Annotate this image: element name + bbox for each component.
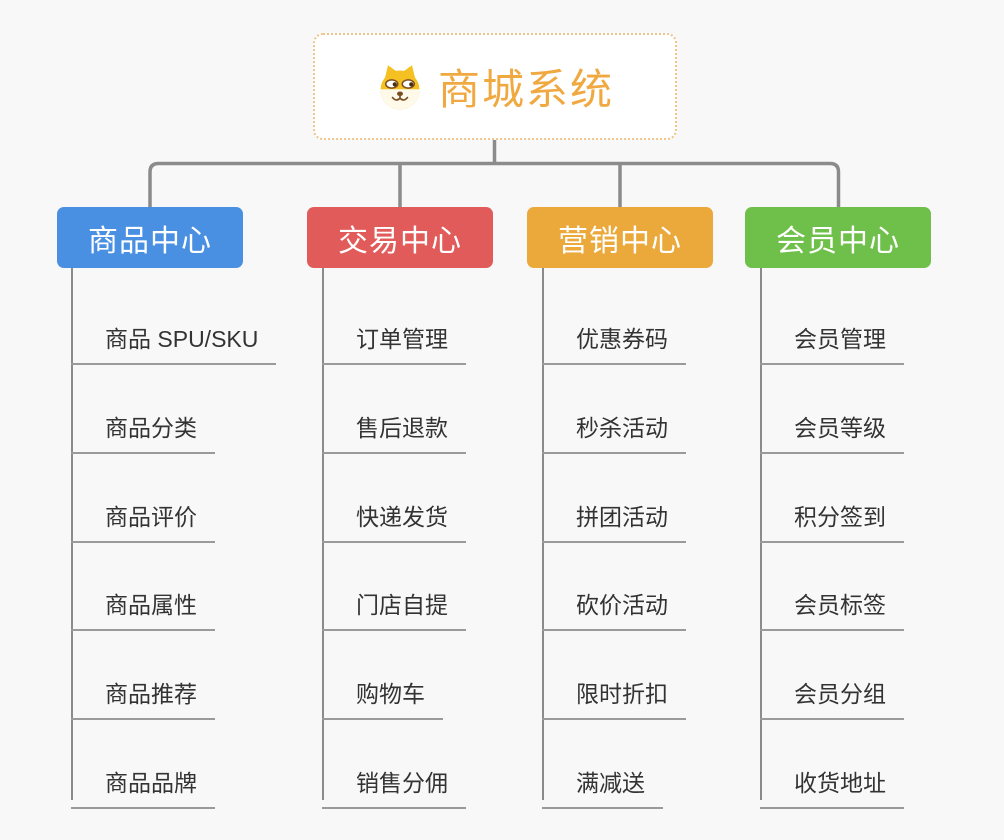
leaf-node[interactable]: 会员分组 <box>760 663 904 720</box>
branch-trunk-line <box>542 268 544 800</box>
leaf-node[interactable]: 会员标签 <box>760 574 904 631</box>
leaf-node[interactable]: 会员管理 <box>760 308 904 365</box>
leaf-node[interactable]: 积分签到 <box>760 486 904 543</box>
leaf-node[interactable]: 商品推荐 <box>71 663 215 720</box>
connector-line <box>148 161 841 208</box>
leaf-node[interactable]: 商品评价 <box>71 486 215 543</box>
leaf-node[interactable]: 销售分佣 <box>322 752 466 809</box>
branch-trunk-line <box>71 268 73 800</box>
tree-connector-lines <box>148 139 841 208</box>
branch-node-member-center[interactable]: 会员中心 <box>745 207 931 268</box>
leaf-node[interactable]: 限时折扣 <box>542 663 686 720</box>
leaf-node[interactable]: 收货地址 <box>760 752 904 809</box>
branch-label: 会员中心 <box>776 224 900 258</box>
branch-node-trade-center[interactable]: 交易中心 <box>307 207 493 268</box>
leaf-node[interactable]: 商品品牌 <box>71 752 215 809</box>
branch-trunk-line <box>760 268 762 800</box>
branch-label: 交易中心 <box>338 224 462 258</box>
leaf-node[interactable]: 优惠券码 <box>542 308 686 365</box>
branch-node-product-center[interactable]: 商品中心 <box>57 207 243 268</box>
leaf-node[interactable]: 商品属性 <box>71 574 215 631</box>
leaf-node[interactable]: 购物车 <box>322 663 443 720</box>
leaf-node[interactable]: 门店自提 <box>322 574 466 631</box>
branch-label: 商品中心 <box>88 224 212 258</box>
leaf-node[interactable]: 会员等级 <box>760 397 904 454</box>
leaf-node[interactable]: 售后退款 <box>322 397 466 454</box>
leaf-node[interactable]: 商品 SPU/SKU <box>71 308 277 365</box>
leaf-node[interactable]: 商品分类 <box>71 397 215 454</box>
leaf-node[interactable]: 砍价活动 <box>542 574 686 631</box>
root-node[interactable]: 商城系统 <box>313 33 677 140</box>
leaf-node[interactable]: 满减送 <box>542 752 663 809</box>
branch-label: 营销中心 <box>558 224 682 258</box>
branch-node-marketing-center[interactable]: 营销中心 <box>527 207 713 268</box>
leaf-node[interactable]: 拼团活动 <box>542 486 686 543</box>
branch-trunk-line <box>322 268 324 800</box>
dog-face-icon <box>376 63 424 111</box>
leaf-node[interactable]: 订单管理 <box>322 308 466 365</box>
root-label: 商城系统 <box>437 66 614 113</box>
leaf-node[interactable]: 快递发货 <box>322 486 466 543</box>
leaf-node[interactable]: 秒杀活动 <box>542 397 686 454</box>
